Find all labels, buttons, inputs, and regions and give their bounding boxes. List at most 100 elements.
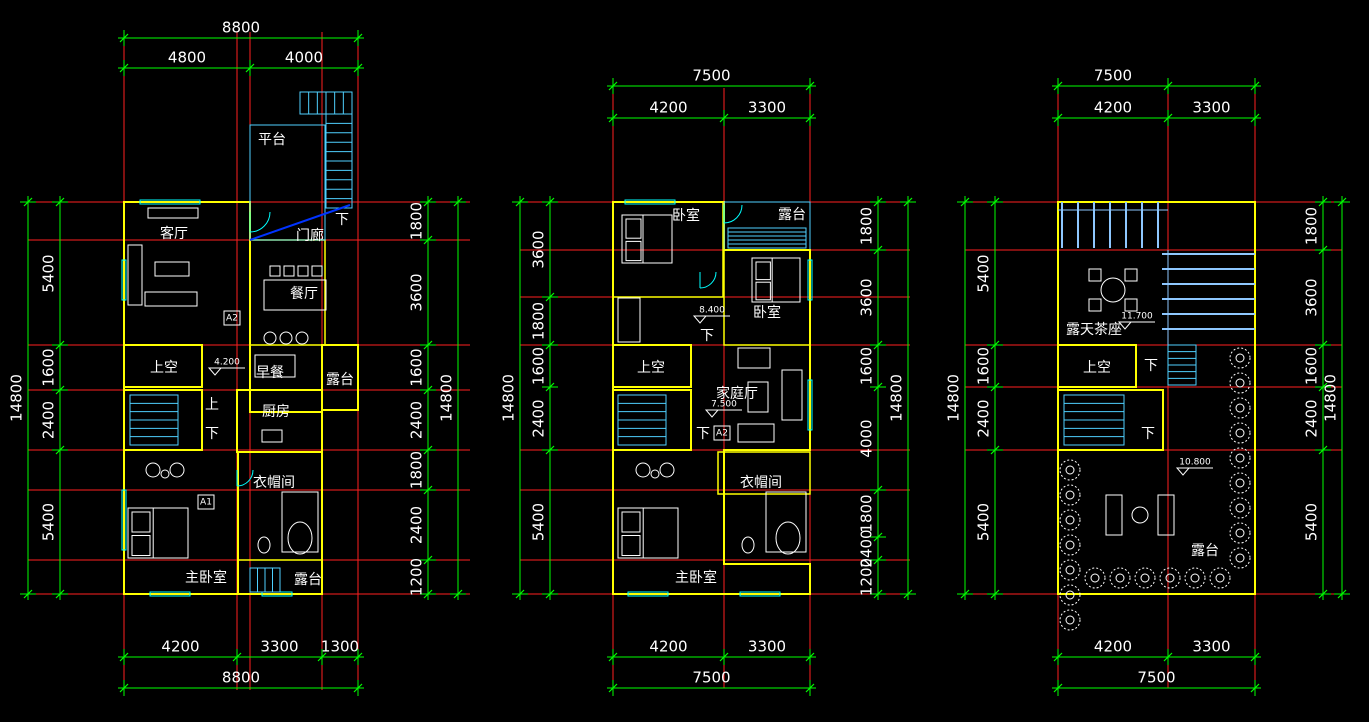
stair-label: 下 bbox=[700, 328, 714, 344]
dim-tick bbox=[903, 589, 913, 599]
wall-void bbox=[123, 344, 203, 388]
planter bbox=[1229, 422, 1251, 444]
planter bbox=[1059, 559, 1081, 581]
dining-chair bbox=[283, 265, 295, 277]
wall-terrace-bottom bbox=[237, 559, 323, 595]
dim-tick bbox=[1318, 445, 1328, 455]
dim-tick bbox=[1318, 197, 1328, 207]
dim-tick bbox=[1318, 245, 1328, 255]
stool bbox=[295, 331, 309, 345]
dim-label: 2400 bbox=[1303, 399, 1321, 437]
dim-tick bbox=[1053, 683, 1063, 693]
dim-tick bbox=[423, 235, 433, 245]
dim-label: 1800 bbox=[530, 302, 548, 340]
side-table bbox=[650, 469, 660, 479]
dim-label: 1200 bbox=[408, 558, 426, 596]
wall-void bbox=[612, 344, 692, 388]
planter bbox=[1059, 484, 1081, 506]
pillow bbox=[755, 261, 771, 281]
dim-tick bbox=[545, 382, 555, 392]
dim-label: 14800 bbox=[500, 374, 518, 422]
planter-center bbox=[1065, 590, 1075, 600]
dim-tick bbox=[423, 445, 433, 455]
lounge-chair bbox=[1105, 494, 1123, 536]
dining-chair bbox=[269, 265, 281, 277]
dimension-lines bbox=[20, 30, 1350, 696]
chair bbox=[635, 462, 651, 478]
dim-tick bbox=[1053, 81, 1063, 91]
dim-label: 2400 bbox=[408, 401, 426, 439]
dim-tick bbox=[55, 445, 65, 455]
wall-stair bbox=[123, 389, 203, 451]
level-triangle bbox=[1175, 467, 1191, 476]
planter bbox=[1229, 547, 1251, 569]
dim-tick bbox=[1163, 652, 1173, 662]
room-label: 主卧室 bbox=[675, 569, 717, 586]
dim-tick bbox=[1250, 683, 1260, 693]
planter bbox=[1059, 509, 1081, 531]
level-label: 10.800 bbox=[1179, 458, 1211, 468]
dim-label: 3300 bbox=[748, 99, 786, 117]
pillow bbox=[131, 511, 151, 533]
planter bbox=[1134, 567, 1156, 589]
window bbox=[139, 199, 201, 205]
stair-label: 下 bbox=[335, 212, 349, 228]
planter bbox=[1059, 584, 1081, 606]
dim-label: 4200 bbox=[649, 638, 687, 656]
dim-tick bbox=[423, 589, 433, 599]
bed bbox=[617, 507, 679, 559]
sofa bbox=[127, 244, 143, 306]
pillow bbox=[625, 240, 642, 262]
planter-center bbox=[1215, 573, 1225, 583]
stool bbox=[279, 331, 293, 345]
room-label: 露台 bbox=[326, 372, 354, 388]
dim-tick bbox=[1053, 652, 1063, 662]
planter bbox=[1229, 522, 1251, 544]
planter-center bbox=[1235, 528, 1245, 538]
planter bbox=[1159, 567, 1181, 589]
stair-label: 下 bbox=[1141, 426, 1155, 442]
pillow bbox=[131, 535, 151, 556]
dim-tick bbox=[423, 555, 433, 565]
dim-tick bbox=[873, 340, 883, 350]
lounge-chair bbox=[1157, 494, 1175, 536]
window bbox=[739, 591, 781, 597]
dim-label: 5400 bbox=[1303, 503, 1321, 541]
dim-label: 1600 bbox=[975, 347, 993, 385]
dim-tick bbox=[719, 113, 729, 123]
dim-label: 3300 bbox=[260, 638, 298, 656]
sofa bbox=[781, 369, 803, 421]
pillow bbox=[621, 535, 641, 556]
dim-tick bbox=[245, 63, 255, 73]
dim-label: 3600 bbox=[858, 278, 876, 316]
planter-center bbox=[1140, 573, 1150, 583]
dim-tick bbox=[805, 113, 815, 123]
side-table bbox=[1131, 506, 1149, 524]
window bbox=[149, 591, 191, 597]
door-arc bbox=[249, 211, 271, 233]
window bbox=[121, 489, 127, 551]
armchair bbox=[737, 347, 771, 369]
dim-tick bbox=[1163, 113, 1173, 123]
section-tag-box bbox=[197, 494, 215, 510]
planter bbox=[1229, 347, 1251, 369]
dim-tick bbox=[873, 555, 883, 565]
chair bbox=[659, 462, 675, 478]
room-label: 客厅 bbox=[160, 225, 188, 242]
dim-tick bbox=[353, 683, 363, 693]
room-label: 露天茶座 bbox=[1066, 322, 1122, 338]
dim-label: 7500 bbox=[1137, 669, 1175, 687]
level-label: 7.500 bbox=[711, 400, 737, 410]
shower bbox=[281, 491, 319, 553]
dim-label: 3600 bbox=[408, 273, 426, 311]
door-arc bbox=[723, 204, 743, 224]
dim-tick bbox=[1250, 81, 1260, 91]
dim-tick bbox=[960, 197, 970, 207]
pillow bbox=[755, 281, 771, 301]
dim-tick bbox=[423, 197, 433, 207]
dim-tick bbox=[903, 197, 913, 207]
level-label: 4.200 bbox=[214, 358, 240, 368]
room-label: 衣帽间 bbox=[740, 475, 782, 491]
dim-tick bbox=[873, 197, 883, 207]
section-tag-box bbox=[223, 310, 241, 326]
